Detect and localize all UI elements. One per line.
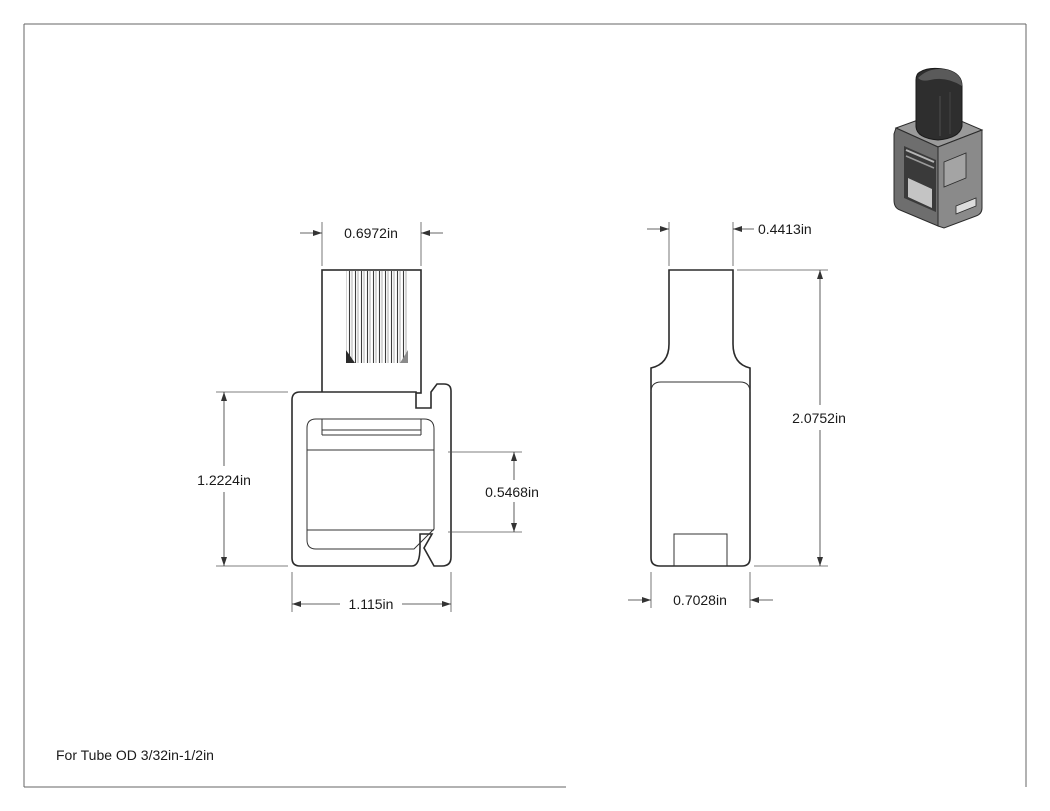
dim-front-top-width: 0.6972in: [344, 225, 398, 241]
sheet-border: [23, 23, 1027, 788]
dim-front-bottom-width: 1.115in: [349, 596, 394, 612]
dim-side-bottom-width: 0.7028in: [673, 592, 727, 608]
tube-od-note: For Tube OD 3/32in-1/2in: [56, 747, 214, 763]
front-body: [291, 383, 452, 567]
dim-side-top-width: 0.4413in: [758, 221, 812, 237]
dim-front-opening: 0.5468in: [485, 484, 539, 500]
side-tab: [673, 533, 728, 567]
front-knob-ribs: [346, 271, 408, 363]
front-window: [306, 418, 435, 550]
front-view: 0.6972in 1.2224in 0.5468in 1.115in: [197, 222, 539, 612]
dim-front-height: 1.2224in: [197, 472, 251, 488]
dim-side-total-height: 2.0752in: [792, 410, 846, 426]
isometric-view: [893, 67, 984, 229]
side-profile: [650, 269, 751, 567]
side-view: 0.4413in 2.0752in 0.7028in: [628, 221, 846, 608]
